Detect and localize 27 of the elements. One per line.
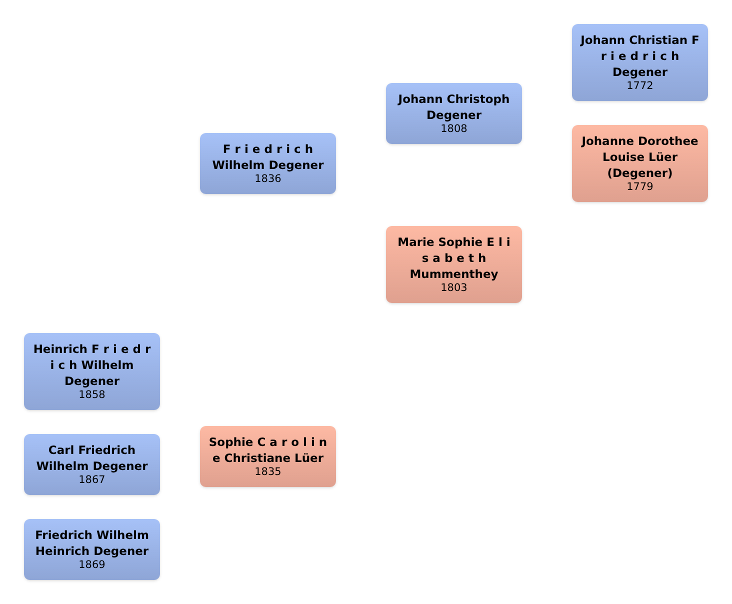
person-name: Sophie C a r o l i n e Christiane Lüer	[208, 434, 328, 466]
birth-year: 1808	[440, 123, 468, 136]
person-name: Marie Sophie E l i s a b e t h Mummenthey	[396, 234, 512, 282]
person-card	[24, 519, 160, 580]
birth-year: 1867	[78, 474, 106, 487]
person-name: Heinrich F r i e d r i c h Wilhelm Degener	[32, 341, 152, 389]
person-card	[200, 426, 336, 487]
birth-year: 1835	[254, 466, 282, 479]
person-card	[24, 333, 160, 410]
person-name: Carl Friedrich Wilhelm Degener	[35, 442, 149, 474]
birth-year: 1779	[626, 181, 654, 194]
person-card	[572, 24, 708, 101]
person-card	[386, 226, 522, 303]
person-card	[200, 133, 336, 194]
person-name: Johanne Dorothee Louise Lüer (Degener)	[580, 133, 700, 181]
birth-year: 1836	[254, 173, 282, 186]
person-name: Johann Christian F r i e d r i c h Degener	[580, 32, 700, 80]
birth-year: 1803	[440, 282, 468, 295]
birth-year: 1869	[78, 559, 106, 572]
person-name: Friedrich Wilhelm Heinrich Degener	[34, 527, 150, 559]
person-name: Johann Christoph Degener	[396, 91, 511, 123]
person-card	[24, 434, 160, 495]
person-name: F r i e d r i c h Wilhelm Degener	[211, 141, 325, 173]
birth-year: 1772	[626, 80, 654, 93]
person-card	[572, 125, 708, 202]
birth-year: 1858	[78, 389, 106, 402]
person-card	[386, 83, 522, 144]
